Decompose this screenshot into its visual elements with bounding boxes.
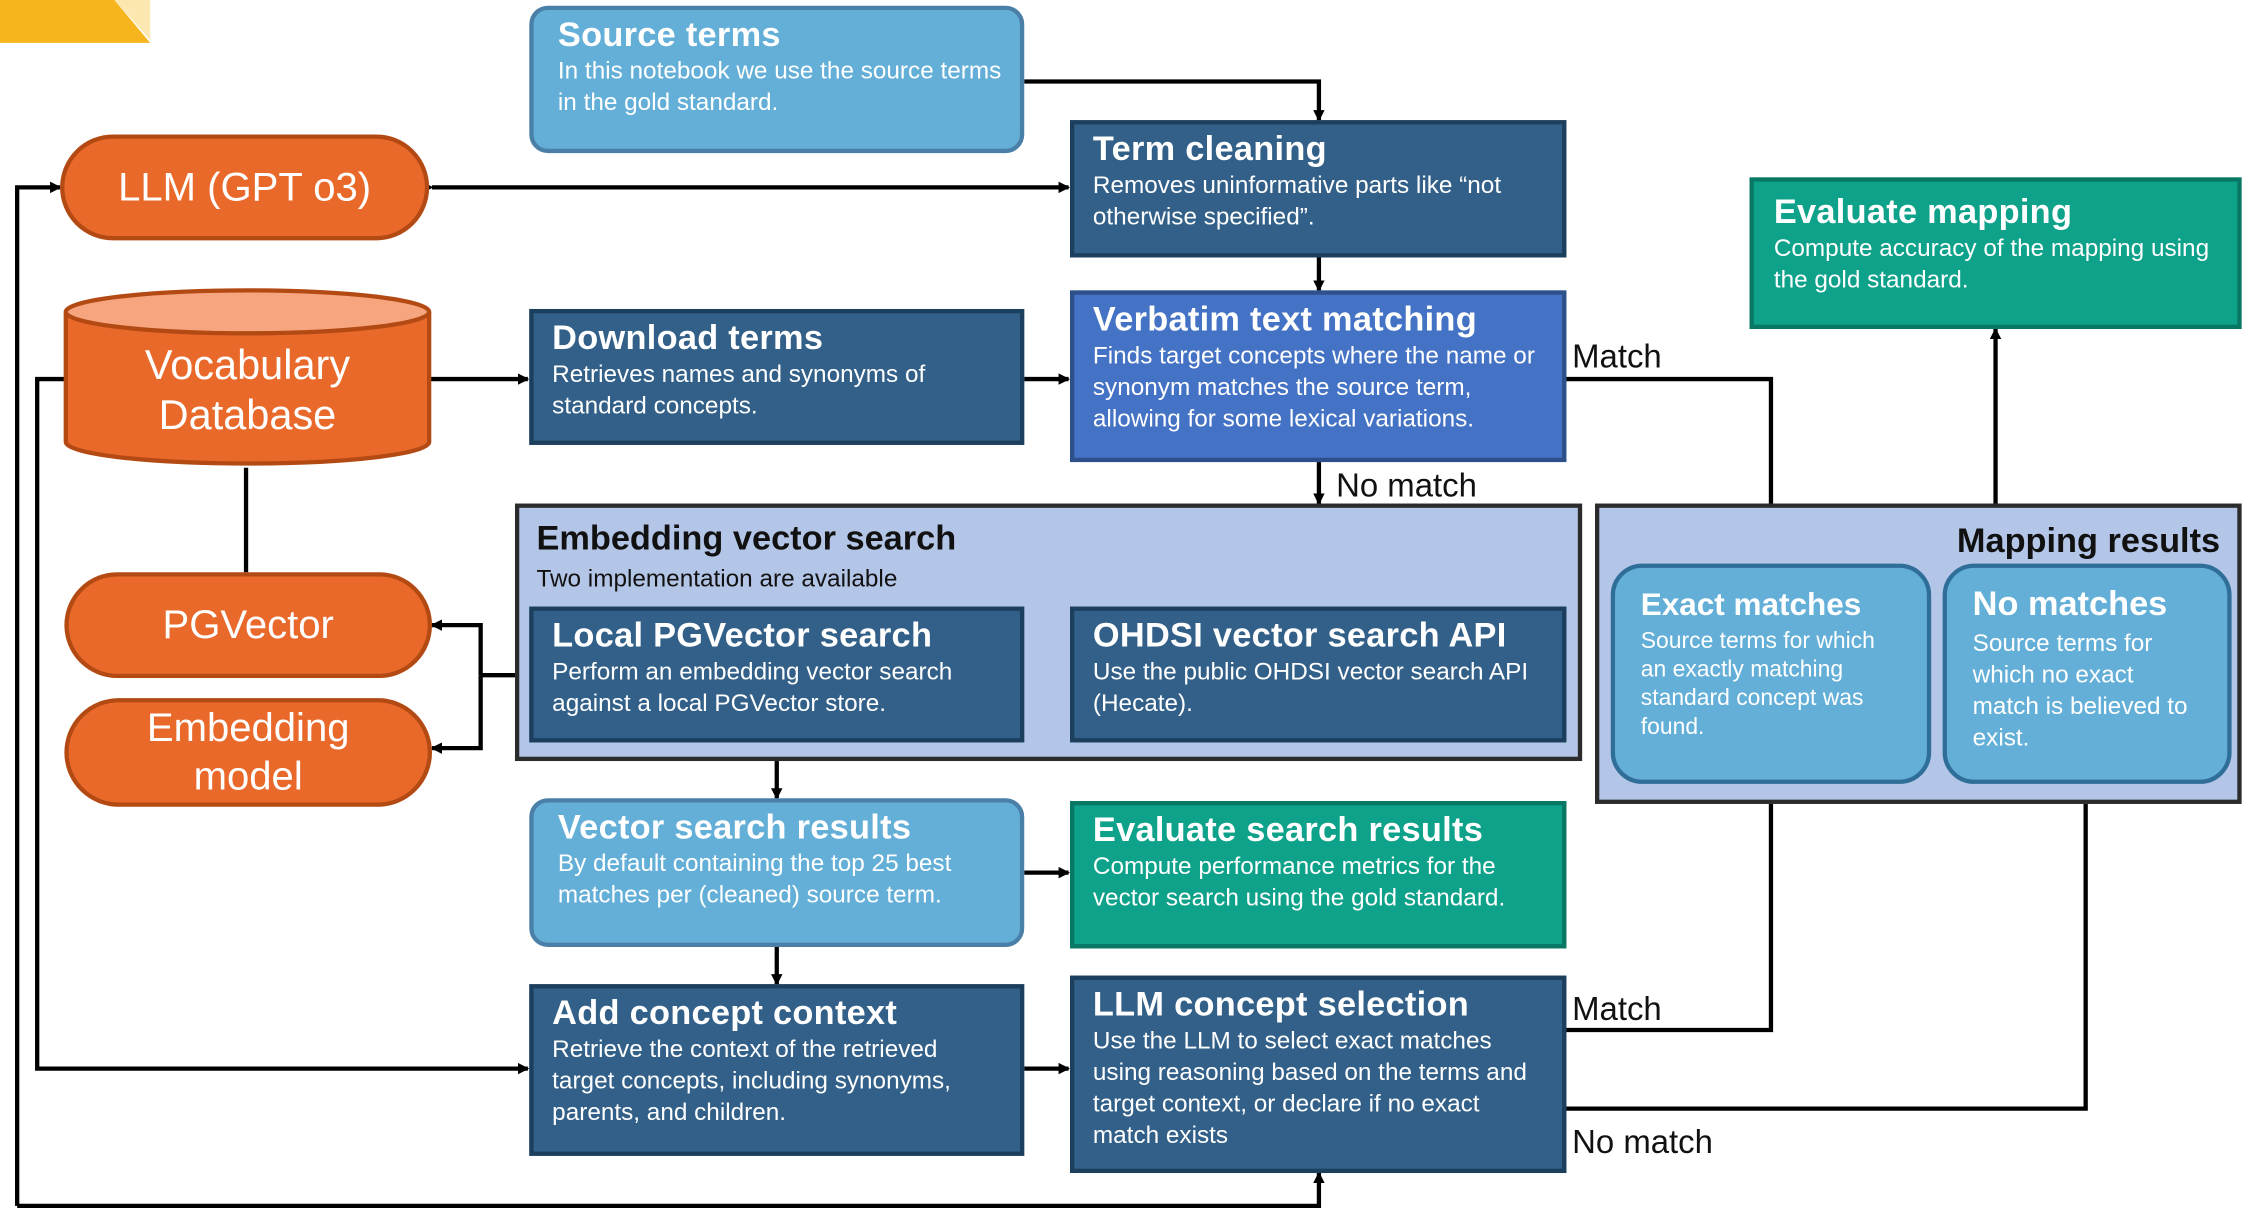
local-pgvector-box: Local PGVector search Perform an embeddi… — [529, 606, 1025, 743]
vector-results-desc: By default containing the top 25 best ma… — [557, 849, 952, 909]
local-pgvector-title: Local PGVector search — [552, 616, 933, 656]
vector-results-box: Vector search results By default contain… — [529, 798, 1025, 947]
add-context-box: Add concept context Retrieve the context… — [529, 984, 1025, 1156]
source-terms-desc: In this notebook we use the source terms… — [557, 57, 1002, 116]
embedding-model-label: Embedding model — [146, 705, 350, 799]
pgvector-label: PGVector — [162, 602, 334, 647]
evaluate-mapping-title: Evaluate mapping — [1773, 193, 2073, 232]
download-terms-box: Download terms Retrieves names and synon… — [529, 308, 1025, 445]
pgvector-component: PGVector — [64, 572, 433, 679]
download-terms-title: Download terms — [552, 319, 824, 358]
local-pgvector-desc: Perform an embedding vector search again… — [552, 658, 953, 717]
verbatim-matching-desc: Finds target concepts where the name or … — [1092, 341, 1535, 433]
add-context-desc: Retrieve the context of the retrieved ta… — [552, 1035, 951, 1126]
verbatim-matching-title: Verbatim text matching — [1092, 300, 1477, 340]
mapping-panel-title: Mapping results — [1956, 522, 2221, 561]
add-context-title: Add concept context — [552, 994, 898, 1033]
vocab-database-label: Vocabulary Database — [144, 343, 351, 440]
ohdsi-api-desc: Use the public OHDSI vector search API (… — [1092, 658, 1529, 717]
no-matches-title: No matches — [1972, 585, 2168, 624]
database-cylinder-icon — [63, 288, 432, 466]
vector-results-title: Vector search results — [557, 808, 912, 847]
term-cleaning-title: Term cleaning — [1092, 130, 1327, 169]
ohdsi-api-title: OHDSI vector search API — [1092, 616, 1507, 656]
no-match-label-llm: No match — [1572, 1122, 1713, 1161]
llm-component: LLM (GPT o3) — [60, 134, 430, 241]
term-cleaning-box: Term cleaning Removes uninformative part… — [1070, 120, 1567, 258]
ohdsi-api-box: OHDSI vector search API Use the public O… — [1070, 606, 1567, 743]
evaluate-mapping-box: Evaluate mapping Compute accuracy of the… — [1749, 177, 2242, 330]
llm-selection-title: LLM concept selection — [1092, 985, 1469, 1025]
embedding-model-component: Embedding model — [64, 698, 433, 807]
embedding-panel-subtitle: Two implementation are available — [536, 565, 898, 593]
evaluate-mapping-desc: Compute accuracy of the mapping using th… — [1773, 234, 2210, 294]
exact-matches-title: Exact matches — [1640, 586, 1862, 623]
no-matches-box: No matches Source terms for which no exa… — [1942, 563, 2232, 784]
evaluate-search-title: Evaluate search results — [1092, 811, 1484, 850]
llm-label: LLM (GPT o3) — [118, 164, 372, 209]
evaluate-search-box: Evaluate search results Compute performa… — [1070, 801, 1567, 949]
exact-matches-desc: Source terms for which an exactly matchi… — [1640, 629, 1875, 740]
evaluate-search-desc: Compute performance metrics for the vect… — [1092, 852, 1506, 912]
embedding-panel-title: Embedding vector search — [536, 519, 957, 558]
no-match-label-verbatim: No match — [1336, 466, 1477, 504]
no-matches-desc: Source terms for which no exact match is… — [1972, 629, 2188, 752]
match-label-verbatim: Match — [1572, 337, 1662, 375]
llm-selection-desc: Use the LLM to select exact matches usin… — [1092, 1027, 1527, 1149]
verbatim-matching-box: Verbatim text matching Finds target conc… — [1070, 290, 1567, 463]
term-cleaning-desc: Removes uninformative parts like “not ot… — [1092, 171, 1502, 231]
corner-decoration — [0, 0, 151, 43]
match-label-llm: Match — [1572, 989, 1662, 1028]
exact-matches-box: Exact matches Source terms for which an … — [1610, 563, 1932, 784]
source-terms-box: Source terms In this notebook we use the… — [529, 5, 1025, 154]
llm-selection-box: LLM concept selection Use the LLM to sel… — [1070, 975, 1567, 1174]
source-terms-title: Source terms — [557, 15, 781, 55]
download-terms-desc: Retrieves names and synonyms of standard… — [552, 360, 926, 420]
